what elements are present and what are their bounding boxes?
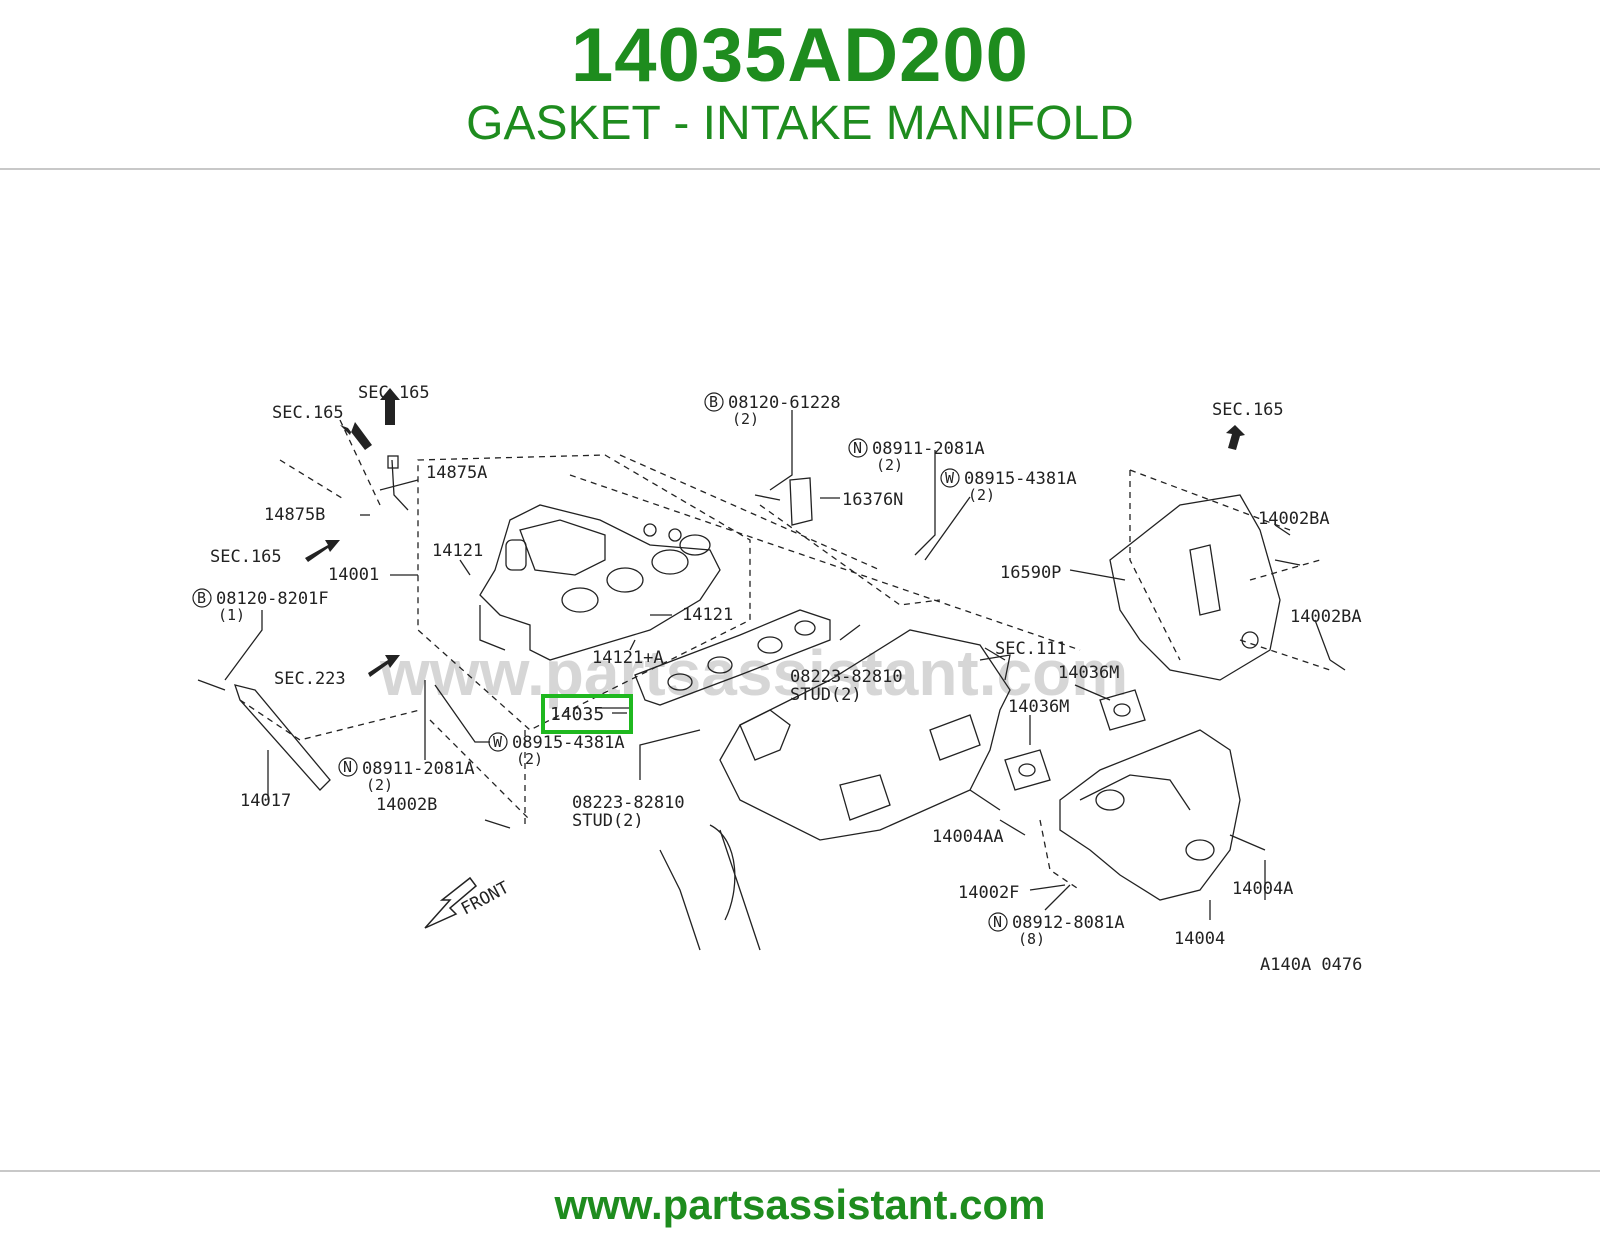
callout-sec165-c[interactable]: SEC.165 <box>210 547 282 567</box>
front-arrow-icon <box>424 876 478 929</box>
callout-08911-2081a-right-qty: (2) <box>876 456 903 474</box>
callout-14004a[interactable]: 14004A <box>1232 879 1293 899</box>
diagram-linework <box>197 410 1346 951</box>
callout-08915-4381a-right[interactable]: 08915-4381A <box>964 469 1077 489</box>
callout-14036m-a[interactable]: 14036M <box>1058 663 1119 683</box>
n-marker-label: N <box>853 439 862 457</box>
callout-14036m-b[interactable]: 14036M <box>1008 697 1069 717</box>
callout-14875a[interactable]: 14875A <box>426 463 487 483</box>
sec-arrows <box>305 388 1245 677</box>
callout-14002ba-a[interactable]: 14002BA <box>1258 509 1330 529</box>
callout-08915-4381a-left-qty: (2) <box>516 750 543 768</box>
footer-url-link[interactable]: www.partsassistant.com <box>554 1181 1046 1228</box>
n-marker-icon <box>848 438 868 458</box>
callout-14002b[interactable]: 14002B <box>376 795 437 815</box>
w-marker-label: W <box>945 469 955 487</box>
callout-stud-a: STUD(2) <box>790 685 862 705</box>
callout-08120-61228-qty: (2) <box>732 410 759 428</box>
callout-sec223[interactable]: SEC.223 <box>274 669 346 689</box>
callout-14875b[interactable]: 14875B <box>264 505 325 525</box>
callout-14001[interactable]: 14001 <box>328 565 379 585</box>
callout-16376n[interactable]: 16376N <box>842 490 903 510</box>
n-marker-label: N <box>343 758 352 776</box>
b-marker-label: B <box>709 393 718 411</box>
callout-08911-2081a-left-qty: (2) <box>366 776 393 794</box>
callout-14035[interactable]: 14035 <box>550 704 604 725</box>
b-marker-icon <box>704 392 724 412</box>
callout-14004aa[interactable]: 14004AA <box>932 827 1004 847</box>
footer-divider <box>0 1170 1600 1172</box>
n-marker-icon <box>988 912 1008 932</box>
b-marker-icon <box>192 588 212 608</box>
callout-labels: SEC.165 SEC.165 SEC.165 SEC.165 14875A 1… <box>192 383 1362 975</box>
n-marker-label: N <box>993 913 1002 931</box>
callout-sec165-b[interactable]: SEC.165 <box>358 383 430 403</box>
parts-diagram: www.partsassistant.com <box>180 330 1420 1010</box>
callout-08223-82810-b[interactable]: 08223-82810 <box>572 793 685 813</box>
front-label: FRONT <box>458 878 513 920</box>
callout-08912-8081a[interactable]: 08912-8081A <box>1012 913 1125 933</box>
callout-08915-4381a-left[interactable]: 08915-4381A <box>512 733 625 753</box>
callout-14004[interactable]: 14004 <box>1174 929 1225 949</box>
callout-08223-82810-a[interactable]: 08223-82810 <box>790 667 903 687</box>
page-header: 14035AD200 GASKET - INTAKE MANIFOLD <box>0 0 1600 168</box>
highlight-box <box>541 694 633 734</box>
callout-16590p[interactable]: 16590P <box>1000 563 1061 583</box>
callout-08911-2081a-left[interactable]: 08911-2081A <box>362 759 475 779</box>
callout-08911-2081a-right[interactable]: 08911-2081A <box>872 439 985 459</box>
callout-stud-b: STUD(2) <box>572 811 644 831</box>
callout-08120-61228[interactable]: 08120-61228 <box>728 393 841 413</box>
n-marker-icon <box>338 757 358 777</box>
callout-sec111[interactable]: SEC.111 <box>995 639 1067 659</box>
callout-14002ba-b[interactable]: 14002BA <box>1290 607 1362 627</box>
part-name: GASKET - INTAKE MANIFOLD <box>466 97 1134 150</box>
callout-sec165-d[interactable]: SEC.165 <box>1212 400 1284 420</box>
callout-14121-b[interactable]: 14121 <box>682 605 733 625</box>
callout-14002f[interactable]: 14002F <box>958 883 1019 903</box>
w-marker-icon <box>940 468 960 488</box>
callout-14121-a[interactable]: 14121 <box>432 541 483 561</box>
callout-08120-8201f-qty: (1) <box>218 606 245 624</box>
w-marker-label: W <box>493 733 503 751</box>
highlighted-callout-14035[interactable]: 14035 <box>541 694 633 734</box>
callout-14017[interactable]: 14017 <box>240 791 291 811</box>
callout-14121a[interactable]: 14121+A <box>592 648 664 668</box>
b-marker-label: B <box>197 589 206 607</box>
w-marker-icon <box>488 732 508 752</box>
callout-08120-8201f[interactable]: 08120-8201F <box>216 589 329 609</box>
part-number: 14035AD200 <box>571 13 1029 98</box>
header-divider <box>0 168 1600 170</box>
callout-08912-8081a-qty: (8) <box>1018 930 1045 948</box>
callout-08915-4381a-right-qty: (2) <box>968 486 995 504</box>
callout-sec165-a[interactable]: SEC.165 <box>272 403 344 423</box>
diagram-svg: www.partsassistant.com <box>192 383 1362 975</box>
figure-code: A140A 0476 <box>1260 955 1362 975</box>
